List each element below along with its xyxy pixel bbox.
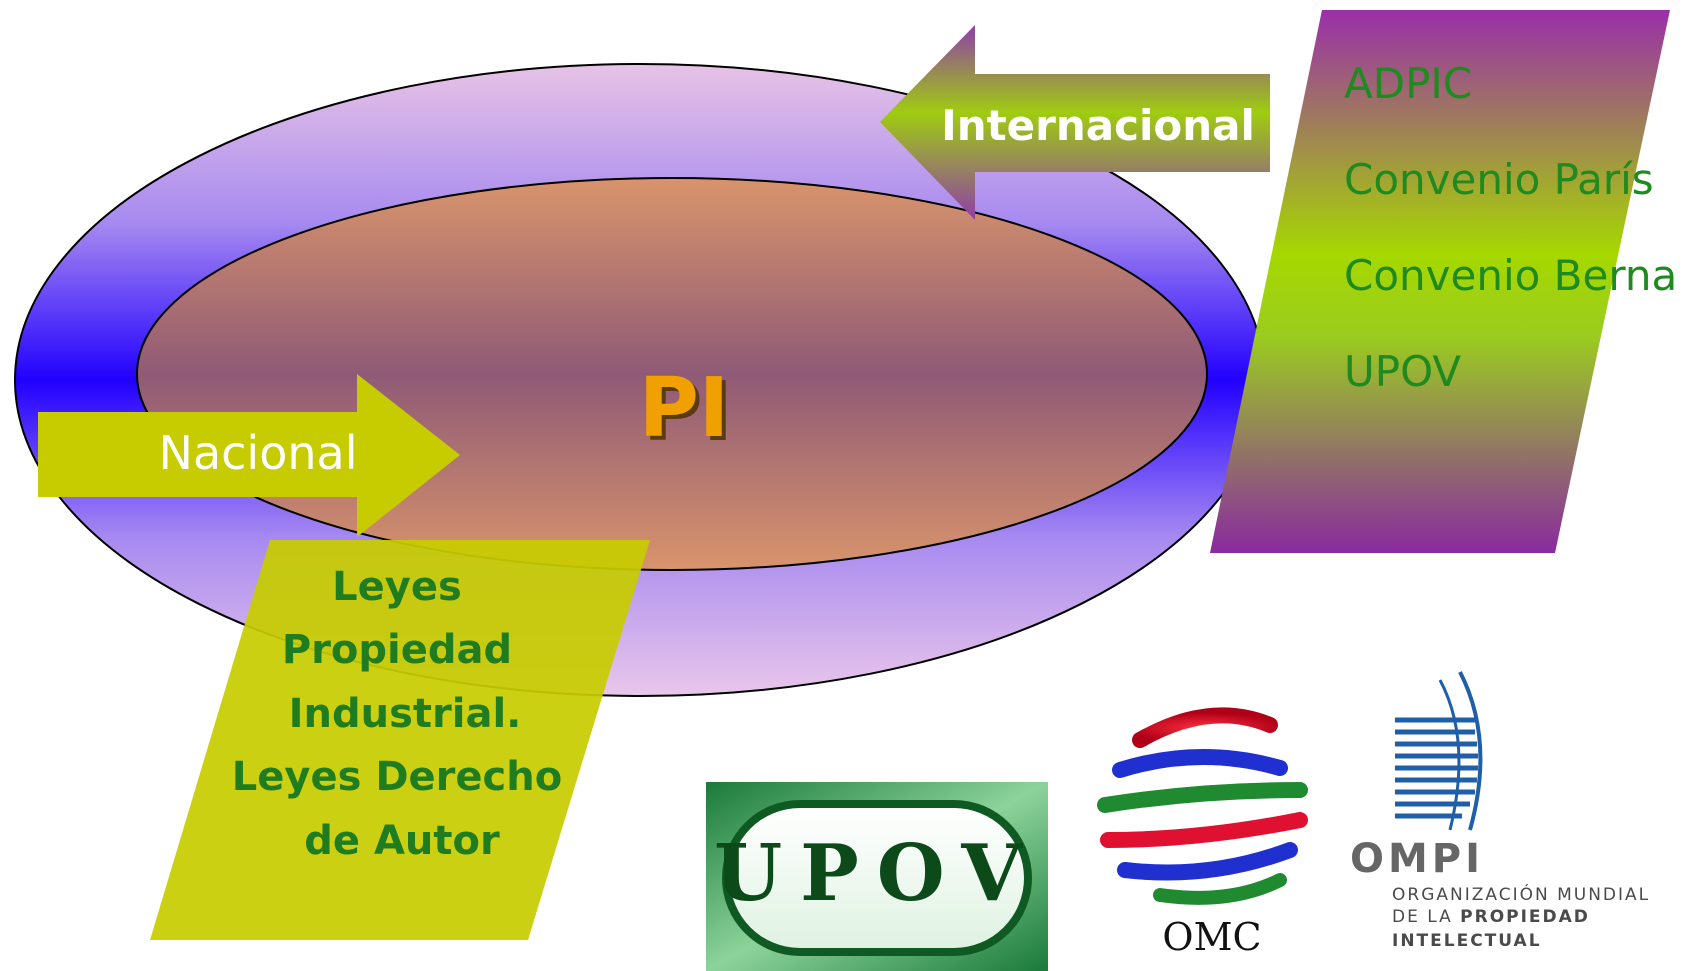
ompi-logo-line2: DE LA PROPIEDAD bbox=[1392, 907, 1590, 927]
ompi-logo-line1: ORGANIZACIÓN MUNDIAL bbox=[1392, 883, 1650, 905]
national-line: Leyes Derecho bbox=[232, 754, 562, 800]
omc-logo-text: OMC bbox=[1162, 915, 1261, 959]
international-item: ADPIC bbox=[1344, 59, 1472, 108]
national-arrow bbox=[38, 374, 460, 537]
upov-logo-text: UPOV bbox=[714, 828, 1040, 919]
national-arrow-label: Nacional bbox=[159, 426, 358, 480]
ompi-logo-line3: INTELECTUAL bbox=[1392, 931, 1542, 951]
upov-logo: UPOV bbox=[706, 782, 1048, 971]
national-line: Industrial. bbox=[289, 691, 522, 737]
international-arrow-label: Internacional bbox=[941, 101, 1255, 150]
center-title: PI bbox=[639, 361, 730, 456]
national-line: Leyes bbox=[332, 564, 462, 610]
national-line: de Autor bbox=[304, 818, 500, 864]
national-list-box bbox=[150, 540, 650, 940]
international-item: Convenio París bbox=[1344, 155, 1654, 204]
center-title-shadow: PI bbox=[643, 365, 734, 460]
international-item: UPOV bbox=[1344, 347, 1461, 396]
ompi-globe-icon bbox=[1395, 671, 1483, 831]
national-line: Propiedad bbox=[282, 627, 512, 673]
international-item: Convenio Berna bbox=[1344, 251, 1677, 300]
omc-logo: OMC bbox=[1097, 707, 1308, 959]
ompi-logo-name: OMPI bbox=[1350, 836, 1484, 882]
international-arrow bbox=[880, 25, 1270, 220]
ompi-logo: OMPI ORGANIZACIÓN MUNDIAL DE LA PROPIEDA… bbox=[1350, 671, 1650, 951]
international-list-box bbox=[1210, 10, 1670, 553]
